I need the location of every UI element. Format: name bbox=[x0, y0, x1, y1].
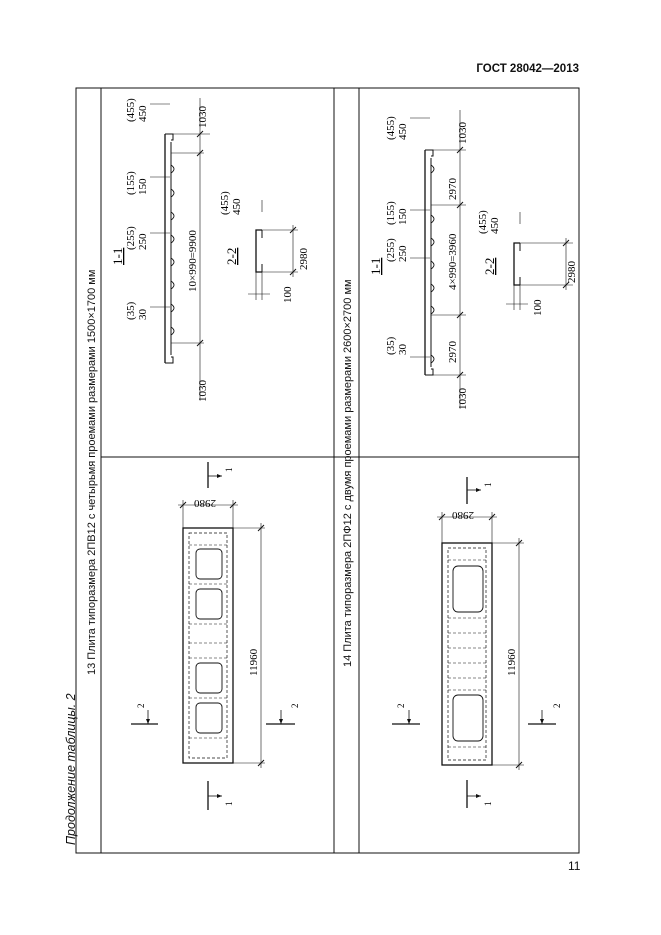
mark-155-13: (155) bbox=[125, 171, 137, 195]
middle-dim-14: 4×990=3960 bbox=[447, 233, 459, 290]
section2-rib-alt-13: (455) bbox=[219, 191, 231, 215]
section2-width-13: 2980 bbox=[298, 248, 310, 271]
plan-width-14: 2980 bbox=[452, 509, 475, 521]
section-2-2-view-13 bbox=[248, 200, 298, 300]
plan-section-mark-13c: 2 bbox=[136, 704, 146, 709]
middle-dim-13: 10×990=9900 bbox=[187, 230, 199, 292]
row-caption-13: 13 Плита типоразмера 2ПВ12 с четырьмя пр… bbox=[86, 269, 98, 675]
end-dim-right-14: 1030 bbox=[457, 122, 469, 145]
mark-30-14: 30 bbox=[397, 344, 409, 356]
page-number: 11 bbox=[568, 859, 581, 873]
section2-rib-alt-14: (455) bbox=[477, 210, 489, 234]
mark-255-13: (255) bbox=[125, 226, 137, 250]
plan-section-mark-14d: 2 bbox=[552, 704, 562, 709]
plan-length-14: 11960 bbox=[506, 648, 518, 676]
mark-255-14: (255) bbox=[385, 238, 397, 262]
plan-view-13 bbox=[131, 462, 295, 810]
plan-section-mark-14c: 2 bbox=[396, 704, 406, 709]
table-continuation-label: Продолжение таблицы. 2 bbox=[64, 693, 78, 845]
section-2-2-view-14 bbox=[506, 212, 573, 310]
section2-rib-13: 450 bbox=[231, 198, 243, 215]
section2-height-14: 100 bbox=[532, 299, 544, 316]
mark-250-13: 250 bbox=[137, 233, 149, 250]
plan-section-mark-13b: 1 bbox=[224, 802, 234, 807]
mark-455-14: (455) bbox=[385, 116, 397, 140]
section2-rib-14: 450 bbox=[489, 217, 501, 234]
side-dim-left-14: 2970 bbox=[447, 341, 459, 364]
mark-150-14: 150 bbox=[397, 208, 409, 225]
mark-35-14: (35) bbox=[385, 336, 397, 355]
plan-section-mark-14b: 1 bbox=[483, 802, 493, 807]
plan-view-14 bbox=[392, 477, 556, 808]
mark-30-13: 30 bbox=[137, 309, 149, 321]
section-label-13: 1-1 bbox=[110, 248, 125, 265]
mark-455-13: (455) bbox=[125, 98, 137, 122]
end-dim-left-14: 1030 bbox=[457, 388, 469, 411]
plan-length-13: 11960 bbox=[248, 648, 260, 676]
table-grid bbox=[75, 87, 580, 854]
mark-155-14: (155) bbox=[385, 201, 397, 225]
mark-450-13: 450 bbox=[137, 105, 149, 122]
section-1-1-view-14 bbox=[410, 110, 466, 408]
section2-width-14: 2980 bbox=[566, 261, 578, 284]
mark-35-13: (35) bbox=[125, 301, 137, 320]
plan-section-mark-14a: 1 bbox=[483, 483, 493, 488]
mark-250-14: 250 bbox=[397, 245, 409, 262]
side-dim-right-14: 2970 bbox=[447, 178, 459, 201]
plan-width-13: 2980 bbox=[194, 497, 217, 509]
section2-label-13: 2-2 bbox=[224, 248, 239, 265]
mark-150-13: 150 bbox=[137, 178, 149, 195]
mark-450-14: 450 bbox=[397, 123, 409, 140]
document-header: ГОСТ 28042—2013 bbox=[476, 63, 579, 75]
end-dim-left-13: 1030 bbox=[197, 380, 209, 403]
section2-label-14: 2-2 bbox=[482, 258, 497, 275]
section-label-14: 1-1 bbox=[368, 258, 383, 275]
end-dim-right-13: 1030 bbox=[197, 106, 209, 129]
plan-section-mark-13d: 2 bbox=[290, 704, 300, 709]
section2-height-13: 100 bbox=[282, 286, 294, 303]
plan-section-mark-13a: 1 bbox=[224, 468, 234, 473]
row-caption-14: 14 Плита типоразмера 2ПФ12 с двумя проем… bbox=[342, 279, 354, 667]
section-1-1-view-13 bbox=[150, 98, 210, 400]
